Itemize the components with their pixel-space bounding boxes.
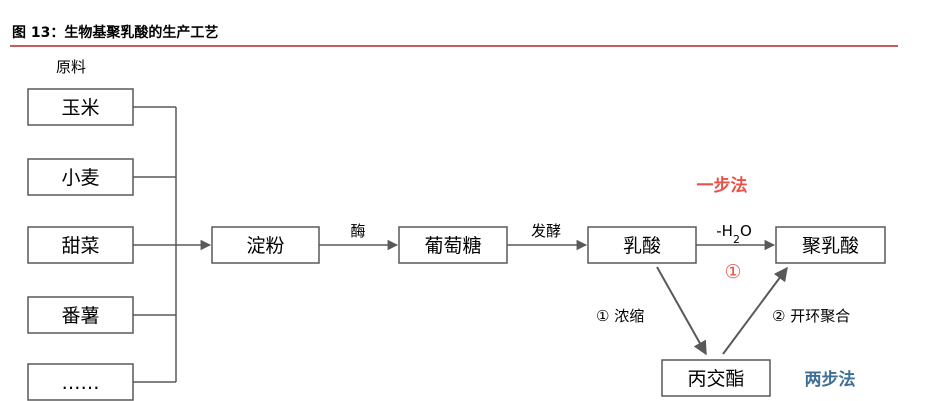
node-lactide-label: 丙交酯 bbox=[687, 368, 744, 390]
raw-material-label: 小麦 bbox=[61, 167, 99, 189]
raw-material-甜菜: 甜菜 bbox=[27, 226, 134, 264]
edge-label-fermentation: 发酵 bbox=[531, 222, 561, 240]
edge-label-polymerize: ② 开环聚合 bbox=[772, 307, 850, 325]
edge-label-enzyme: 酶 bbox=[350, 222, 365, 240]
node-pla-label: 聚乳酸 bbox=[802, 235, 859, 257]
raw-material-label: 玉米 bbox=[61, 97, 99, 119]
one-step-label: 一步法 bbox=[697, 175, 748, 196]
raw-materials-label: 原料 bbox=[56, 58, 86, 76]
raw-material-label: …… bbox=[62, 372, 100, 394]
node-starch: 淀粉 bbox=[211, 226, 320, 264]
raw-material-玉米: 玉米 bbox=[27, 88, 134, 126]
edge-label-dehydration: -H2O bbox=[716, 222, 752, 246]
arrow-polymerize bbox=[722, 266, 788, 355]
node-glucose-label: 葡萄糖 bbox=[424, 235, 481, 257]
node-starch-label: 淀粉 bbox=[246, 235, 284, 257]
raw-material-番薯: 番薯 bbox=[27, 296, 134, 334]
raw-material-connectors bbox=[133, 106, 177, 383]
raw-material-小麦: 小麦 bbox=[27, 158, 134, 196]
two-step-label: 两步法 bbox=[805, 369, 856, 390]
node-lactic-acid: 乳酸 bbox=[587, 226, 697, 264]
node-glucose: 葡萄糖 bbox=[398, 226, 508, 264]
node-pla: 聚乳酸 bbox=[775, 226, 886, 264]
raw-material-label: 番薯 bbox=[61, 305, 99, 327]
arrow-concentrate bbox=[656, 266, 707, 356]
one-step-marker: ① bbox=[724, 261, 741, 283]
node-lactide: 丙交酯 bbox=[661, 359, 771, 397]
node-lactic-acid-label: 乳酸 bbox=[623, 235, 661, 257]
figure-title: 图 13：生物基聚乳酸的生产工艺 bbox=[12, 24, 218, 41]
raw-material-more: …… bbox=[27, 363, 134, 401]
raw-material-label: 甜菜 bbox=[61, 235, 99, 257]
edge-label-concentrate: ① 浓缩 bbox=[596, 307, 644, 325]
